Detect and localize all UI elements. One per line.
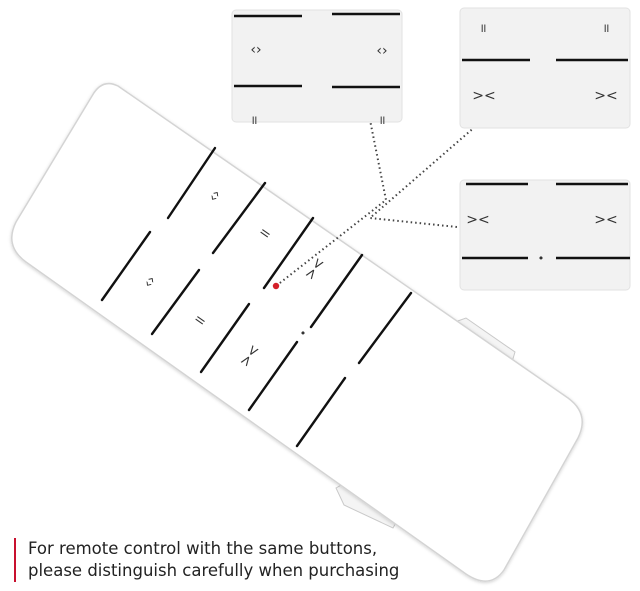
remote-control xyxy=(11,82,583,582)
inset-top-left: ‹› ‹› ॥ ॥ xyxy=(231,9,403,127)
inset-middle-right: >< >< • xyxy=(459,179,631,291)
remote-button-lines xyxy=(100,146,413,448)
dot-icon: • xyxy=(300,327,307,340)
up-down-icon: ‹› xyxy=(250,42,261,58)
pause-icon: ॥ xyxy=(602,21,609,35)
pause-icon: ॥ xyxy=(479,21,486,35)
callout-leaders xyxy=(275,109,493,287)
caption-line-1: For remote control with the same buttons… xyxy=(28,539,378,558)
pause-icon: ॥ xyxy=(250,113,257,127)
collapse-icon: >< xyxy=(594,88,617,104)
dot-icon: • xyxy=(538,252,545,265)
up-down-icon: ‹› xyxy=(376,43,387,59)
inset-top-right: ॥ ॥ >< >< xyxy=(459,7,631,129)
pause-icon: ॥ xyxy=(378,113,385,127)
collapse-icon: >< xyxy=(466,212,489,228)
caption-line-2: please distinguish carefully when purcha… xyxy=(28,561,400,580)
collapse-icon: >< xyxy=(594,212,617,228)
collapse-icon: >< xyxy=(472,88,495,104)
caption: For remote control with the same buttons… xyxy=(14,538,399,582)
